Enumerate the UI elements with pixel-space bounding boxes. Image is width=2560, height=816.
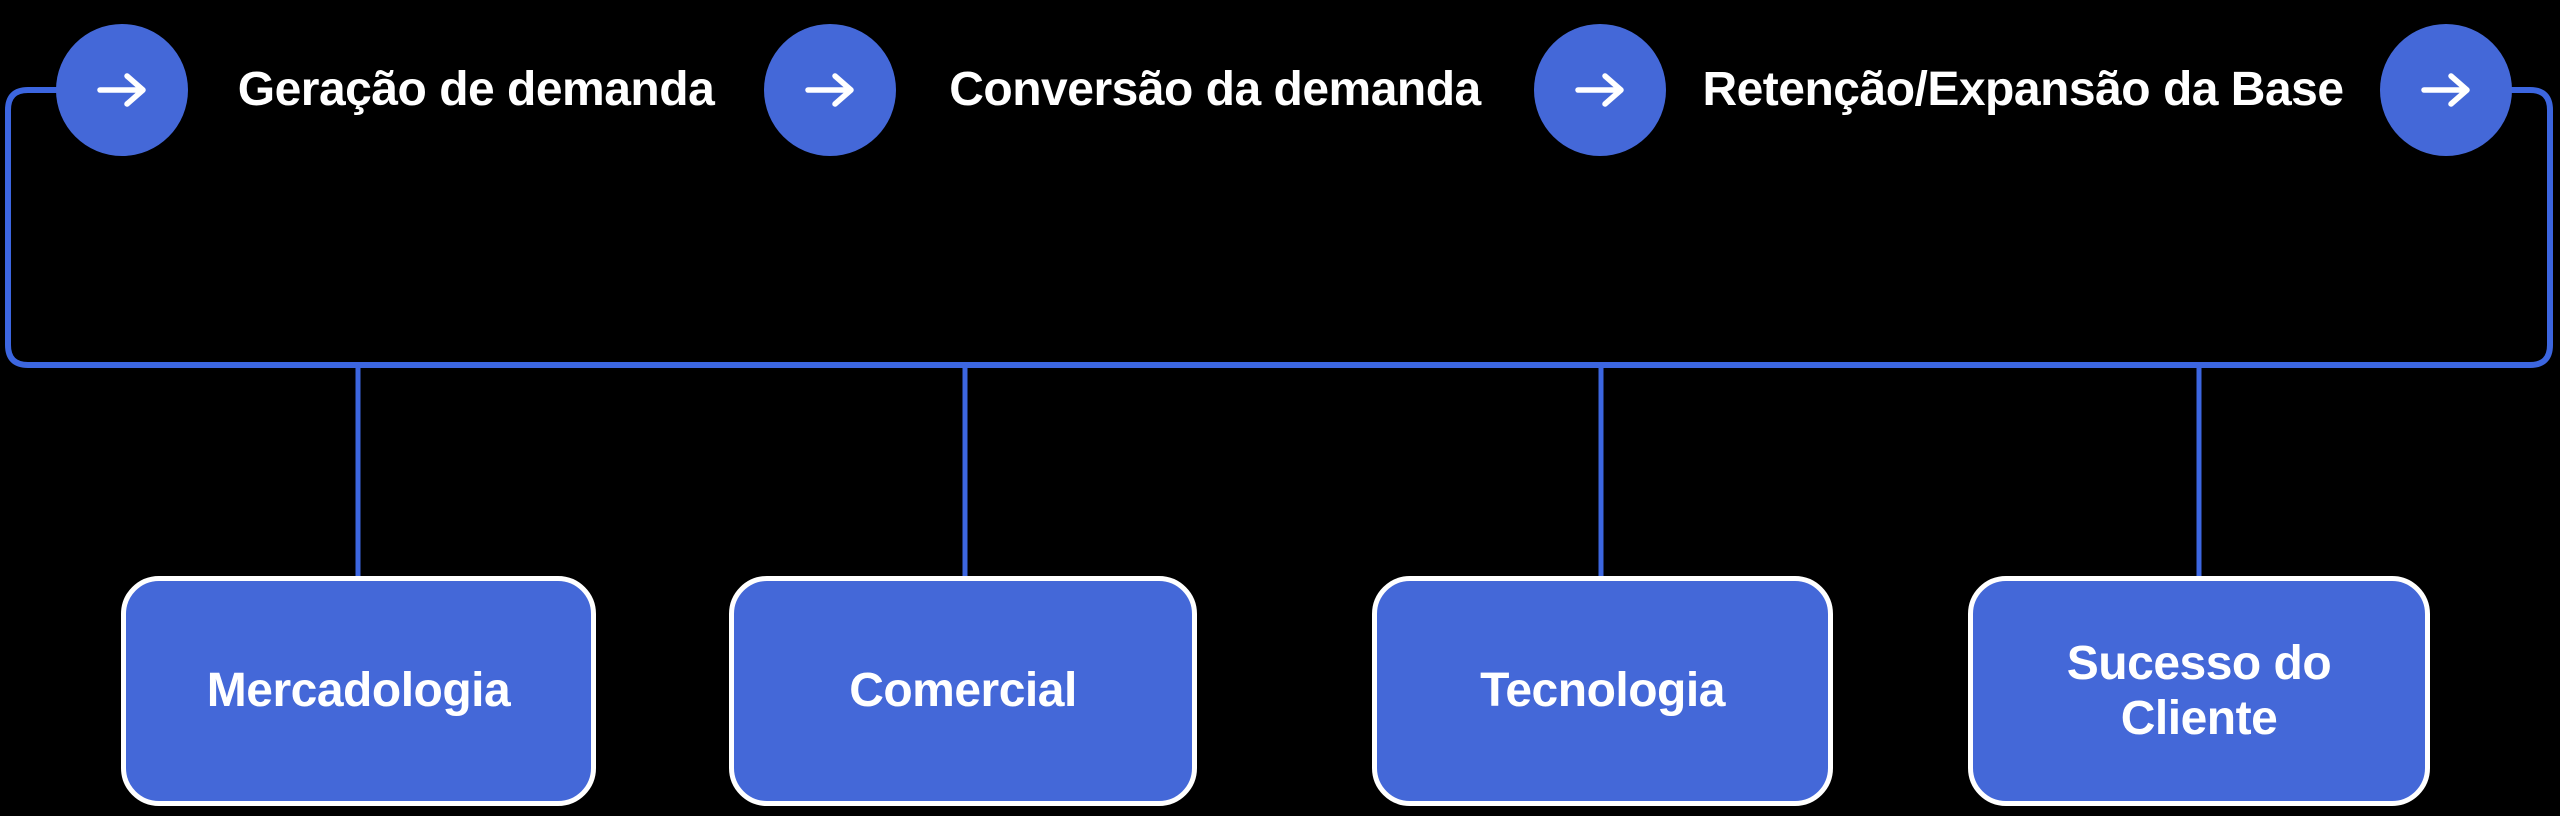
department-box-mercadologia: Mercadologia bbox=[121, 576, 596, 806]
arrow-right-icon bbox=[97, 73, 146, 107]
arrow-right-icon bbox=[1575, 73, 1624, 107]
department-box-tecnologia: Tecnologia bbox=[1372, 576, 1833, 806]
department-box-sucesso-do-cliente: Sucesso do Cliente bbox=[1968, 576, 2430, 806]
department-label: Mercadologia bbox=[206, 664, 511, 718]
arrow-right-icon bbox=[805, 73, 854, 107]
department-box-comercial: Comercial bbox=[729, 576, 1197, 806]
flow-node-circle-1 bbox=[56, 24, 188, 156]
flow-node-circle-3 bbox=[1534, 24, 1666, 156]
department-label: Tecnologia bbox=[1480, 664, 1725, 718]
stage-label-geracao-de-demanda: Geração de demanda bbox=[237, 63, 715, 116]
department-label: Sucesso do Cliente bbox=[2066, 636, 2332, 745]
loop-connector-line bbox=[5, 87, 2553, 368]
stage-label-retencao-expansao-da-base: Retenção/Expansão da Base bbox=[1702, 63, 2344, 116]
arrow-right-icon bbox=[2421, 73, 2470, 107]
flow-node-circle-2 bbox=[764, 24, 896, 156]
stage-label-conversao-da-demanda: Conversão da demanda bbox=[949, 63, 1481, 116]
flow-node-circle-4 bbox=[2380, 24, 2512, 156]
department-label: Comercial bbox=[849, 664, 1077, 718]
